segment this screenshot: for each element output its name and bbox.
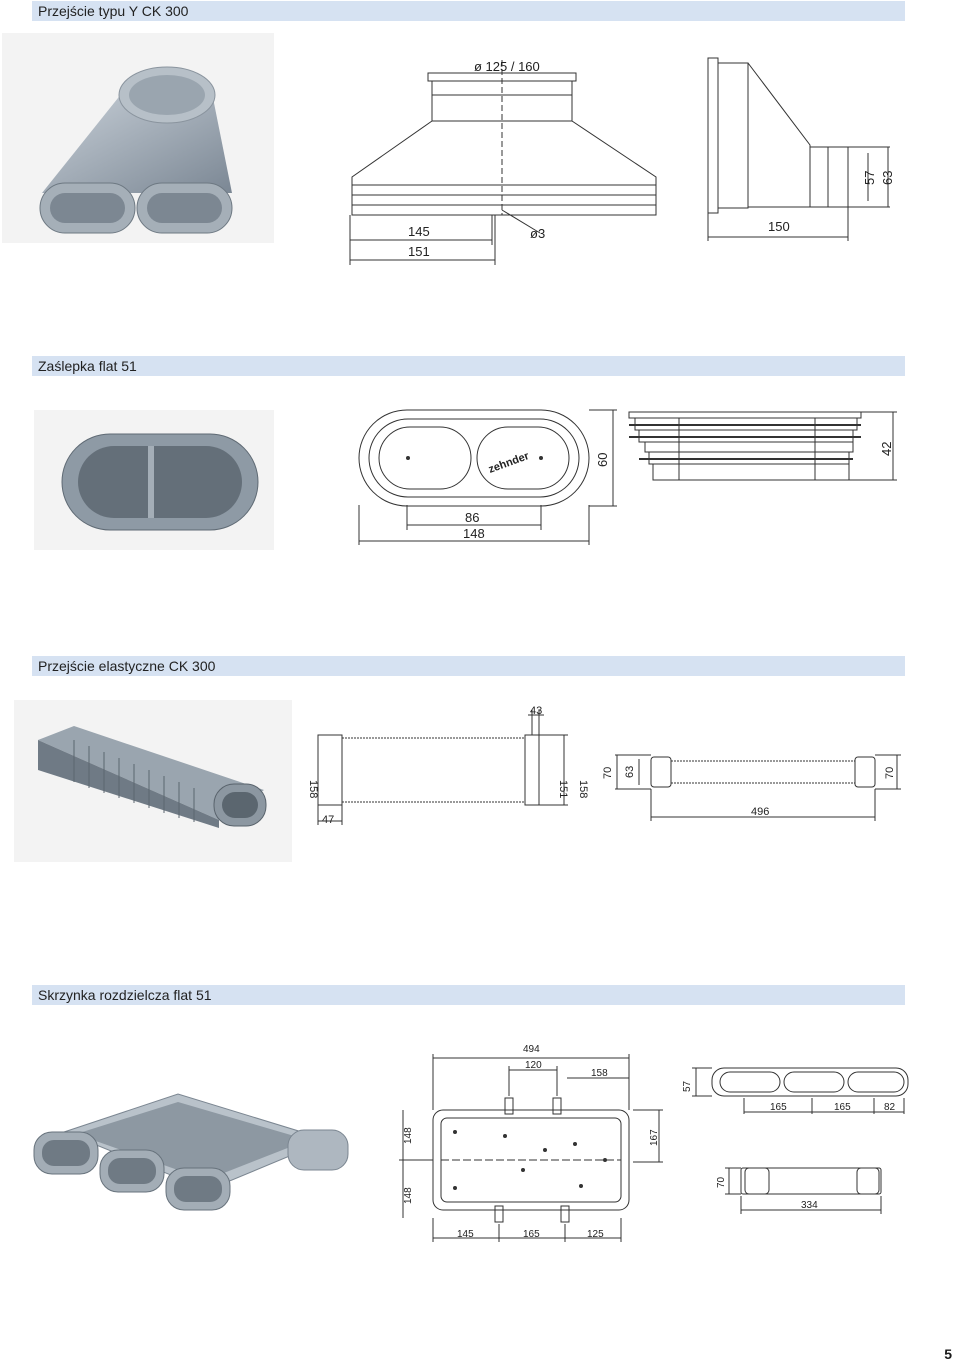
flexible-transition-front-drawing: 43 158 47 151 158: [307, 705, 589, 826]
distribution-box-front-drawing: 57 165 165 82: [682, 1067, 909, 1114]
dim-47: 47: [322, 814, 334, 826]
distribution-box-photo: [28, 1068, 358, 1218]
dim-494: 494: [523, 1044, 540, 1055]
end-cap-side-drawing: 42: [628, 411, 897, 481]
section-title: Zaślepka flat 51: [38, 358, 137, 374]
flexible-transition-photo: [14, 700, 292, 862]
dim-334: 334: [801, 1200, 818, 1211]
dim-150: 150: [768, 219, 790, 234]
dim-70-left: 70: [602, 767, 614, 779]
flexible-transition-side-drawing: 70 63 496 70: [602, 754, 901, 821]
dim-63: 63: [880, 171, 895, 185]
dim-hole: ø3: [530, 226, 545, 241]
dim-60: 60: [595, 453, 610, 467]
brand-logo: zehnder: [487, 450, 531, 476]
y-transition-front-drawing: ø 125 / 160 145 151 ø3: [349, 59, 657, 265]
dim-diameter: ø 125 / 160: [474, 59, 540, 74]
distribution-box-side-drawing: 70 334: [716, 1167, 882, 1214]
dim-165: 165: [523, 1229, 540, 1240]
dim-148-bottom: 148: [403, 1187, 414, 1204]
dim-158-left: 158: [307, 780, 319, 798]
dim-165-a: 165: [770, 1102, 787, 1113]
y-transition-side-drawing: 150 57 63: [707, 57, 895, 241]
end-cap-photo: [34, 410, 274, 550]
dim-151: 151: [408, 244, 430, 259]
dim-120: 120: [525, 1060, 542, 1071]
dim-165-b: 165: [834, 1102, 851, 1113]
page-number: 5: [944, 1346, 952, 1362]
section-header-distribution-box: Skrzynka rozdzielcza flat 51: [32, 985, 905, 1005]
end-cap-front-drawing: zehnder 86 148 60: [358, 409, 617, 545]
section-title: Przejście elastyczne CK 300: [38, 658, 216, 674]
dim-151: 151: [557, 780, 569, 798]
dim-167: 167: [649, 1129, 660, 1146]
dim-82: 82: [884, 1102, 896, 1113]
dim-496: 496: [751, 806, 769, 818]
dim-42: 42: [879, 442, 894, 456]
dim-145: 145: [457, 1229, 474, 1240]
section-header-y-transition: Przejście typu Y CK 300: [32, 1, 905, 21]
dim-57: 57: [862, 171, 877, 185]
dim-70-right: 70: [884, 767, 896, 779]
section-title: Przejście typu Y CK 300: [38, 3, 189, 19]
section-header-end-cap: Zaślepka flat 51: [32, 356, 905, 376]
dim-57: 57: [682, 1080, 693, 1092]
dim-43: 43: [530, 705, 542, 717]
dim-158-right: 158: [577, 780, 589, 798]
y-transition-photo: [2, 33, 274, 243]
distribution-box-top-drawing: 494 120 158 148 148 167 145 165 125: [399, 1044, 663, 1242]
dim-148-top: 148: [403, 1127, 414, 1144]
dim-125: 125: [587, 1229, 604, 1240]
section-title: Skrzynka rozdzielcza flat 51: [38, 987, 212, 1003]
dim-145: 145: [408, 224, 430, 239]
section-header-flexible-transition: Przejście elastyczne CK 300: [32, 656, 905, 676]
dim-148: 148: [463, 526, 485, 541]
dim-158: 158: [591, 1068, 608, 1079]
dim-70: 70: [716, 1176, 727, 1188]
dim-86: 86: [465, 510, 479, 525]
dim-63: 63: [624, 766, 636, 778]
